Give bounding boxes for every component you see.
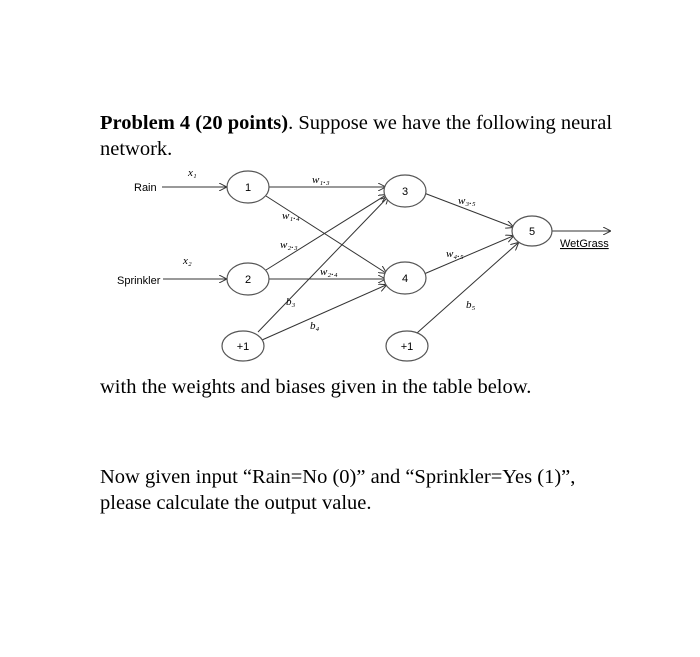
w24-label: w₂.₄ (320, 266, 338, 278)
w45-label: w₄.₅ (446, 248, 464, 260)
x1-label: x₁ (187, 167, 197, 179)
edge-w45 (423, 236, 513, 275)
question-text: Now given input “Rain=No (0)” and “Sprin… (100, 466, 576, 514)
edge-b3 (257, 197, 388, 333)
node-bias-input-label: +1 (237, 341, 250, 353)
node-1 (226, 170, 270, 204)
x2-label: x₂ (182, 255, 192, 267)
wetgrass-label: WetGrass (560, 238, 609, 250)
edge-w14 (265, 195, 386, 273)
problem-intro: . Suppose we have the following neural n… (100, 112, 613, 160)
b3-label: b₃ (286, 296, 296, 308)
node-4 (383, 261, 427, 295)
node-1-label: 1 (245, 182, 251, 194)
node-5-label: 5 (529, 226, 535, 238)
sprinkler-label: Sprinkler (117, 275, 161, 287)
problem-heading: Problem 4 (20 points) (100, 112, 289, 134)
edge-w35 (423, 192, 513, 227)
edge-w23 (265, 195, 386, 271)
w14-label: w₁.₄ (282, 210, 300, 222)
w23-label: w₂.₃ (280, 239, 298, 251)
weights-note: with the weights and biases given in the… (100, 376, 532, 398)
node-4-label: 4 (402, 273, 408, 285)
node-2-label: 2 (245, 274, 251, 286)
node-bias-hidden (385, 330, 429, 362)
node-bias-hidden-label: +1 (401, 341, 414, 353)
node-bias-input (221, 330, 265, 362)
w35-label: w₃.₅ (458, 195, 476, 207)
rain-label: Rain (134, 182, 157, 194)
node-3 (383, 174, 427, 208)
w13-label: w₁.₃ (312, 174, 330, 186)
edge-b4 (261, 285, 386, 341)
node-5 (511, 215, 553, 247)
b4-label: b₄ (310, 320, 320, 332)
problem-statement: Problem 4 (20 points). Suppose we have t… (100, 110, 620, 162)
edge-b5 (416, 243, 518, 334)
node-3-label: 3 (402, 186, 408, 198)
b5-label: b₅ (466, 299, 476, 311)
node-2 (226, 262, 270, 296)
